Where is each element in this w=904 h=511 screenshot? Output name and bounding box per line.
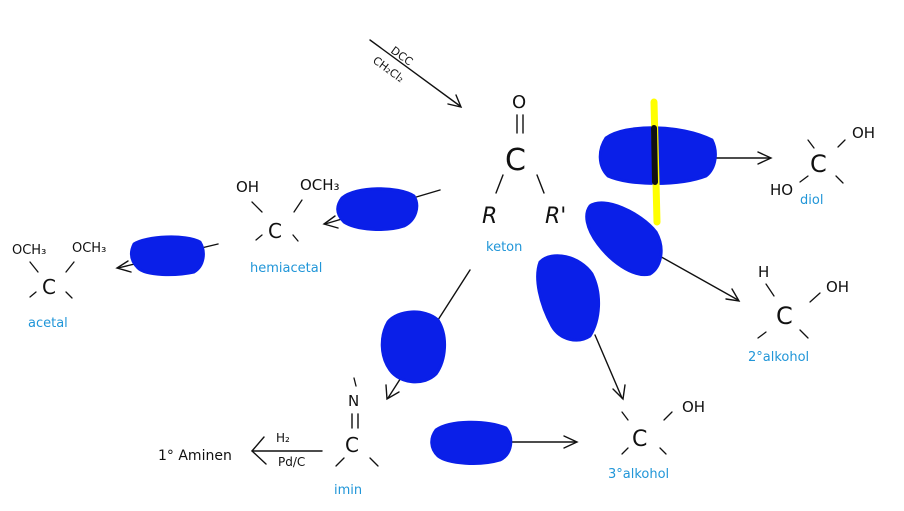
- reduction-arrow: [251, 436, 323, 465]
- hemiacetal-label: hemiacetal: [250, 261, 322, 276]
- diol-ho: HO: [770, 181, 793, 199]
- tertiary-alcohol-carbon: C: [632, 427, 647, 452]
- scribble-acetal: [129, 235, 205, 277]
- ketone-r-right: R': [545, 204, 566, 229]
- diol-carbon: C: [810, 150, 827, 178]
- secondary-alcohol-carbon: C: [776, 302, 793, 330]
- primary-amine-text: 1° Aminen: [158, 448, 232, 464]
- hemiacetal-structure: OH OCH₃ C: [236, 176, 441, 243]
- acetal-carbon: C: [42, 275, 56, 299]
- ketone-structure: O C R R': [482, 92, 566, 229]
- scribble-tertiary: [536, 254, 601, 342]
- diol-structure: C OH HO: [709, 124, 875, 199]
- scribble-tertiary-horizontal: [430, 420, 513, 465]
- secondary-alcohol-structure: H OH C: [639, 244, 849, 339]
- diol-oh: OH: [852, 124, 875, 142]
- imine-nitrogen: N: [348, 392, 359, 410]
- diol-label: diol: [800, 193, 823, 208]
- acetal-label: acetal: [28, 316, 68, 331]
- imine-label: imin: [334, 483, 362, 498]
- secondary-alcohol-oh: OH: [826, 278, 849, 296]
- secondary-alcohol-label: 2°alkohol: [748, 350, 809, 365]
- hemiacetal-och3: OCH₃: [300, 176, 340, 194]
- dcc-arrow: [369, 39, 463, 108]
- tertiary-alcohol-oh: OH: [682, 398, 705, 416]
- hemiacetal-oh: OH: [236, 178, 259, 196]
- tertiary-alcohol-label: 3°alkohol: [608, 467, 669, 482]
- acetal-och3-right: OCH₃: [72, 241, 106, 256]
- scribble-imine: [380, 310, 446, 384]
- scribble-secondary: [585, 201, 663, 277]
- reduction-reagent-h2: H₂: [276, 431, 290, 445]
- ketone-label: keton: [486, 240, 522, 255]
- acetal-och3-left: OCH₃: [12, 243, 46, 258]
- hemiacetal-carbon: C: [268, 219, 282, 243]
- secondary-alcohol-h: H: [758, 263, 769, 281]
- scribble-hemiacetal: [336, 187, 419, 231]
- black-mark: [651, 125, 658, 185]
- imine-carbon: C: [345, 433, 359, 457]
- reduction-reagent-pdc: Pd/C: [278, 455, 305, 469]
- ketone-carbon: C: [505, 143, 526, 178]
- tertiary-alcohol-structure: C OH: [509, 334, 705, 455]
- ketone-oxygen: O: [512, 92, 526, 113]
- ketone-r-left: R: [482, 204, 497, 229]
